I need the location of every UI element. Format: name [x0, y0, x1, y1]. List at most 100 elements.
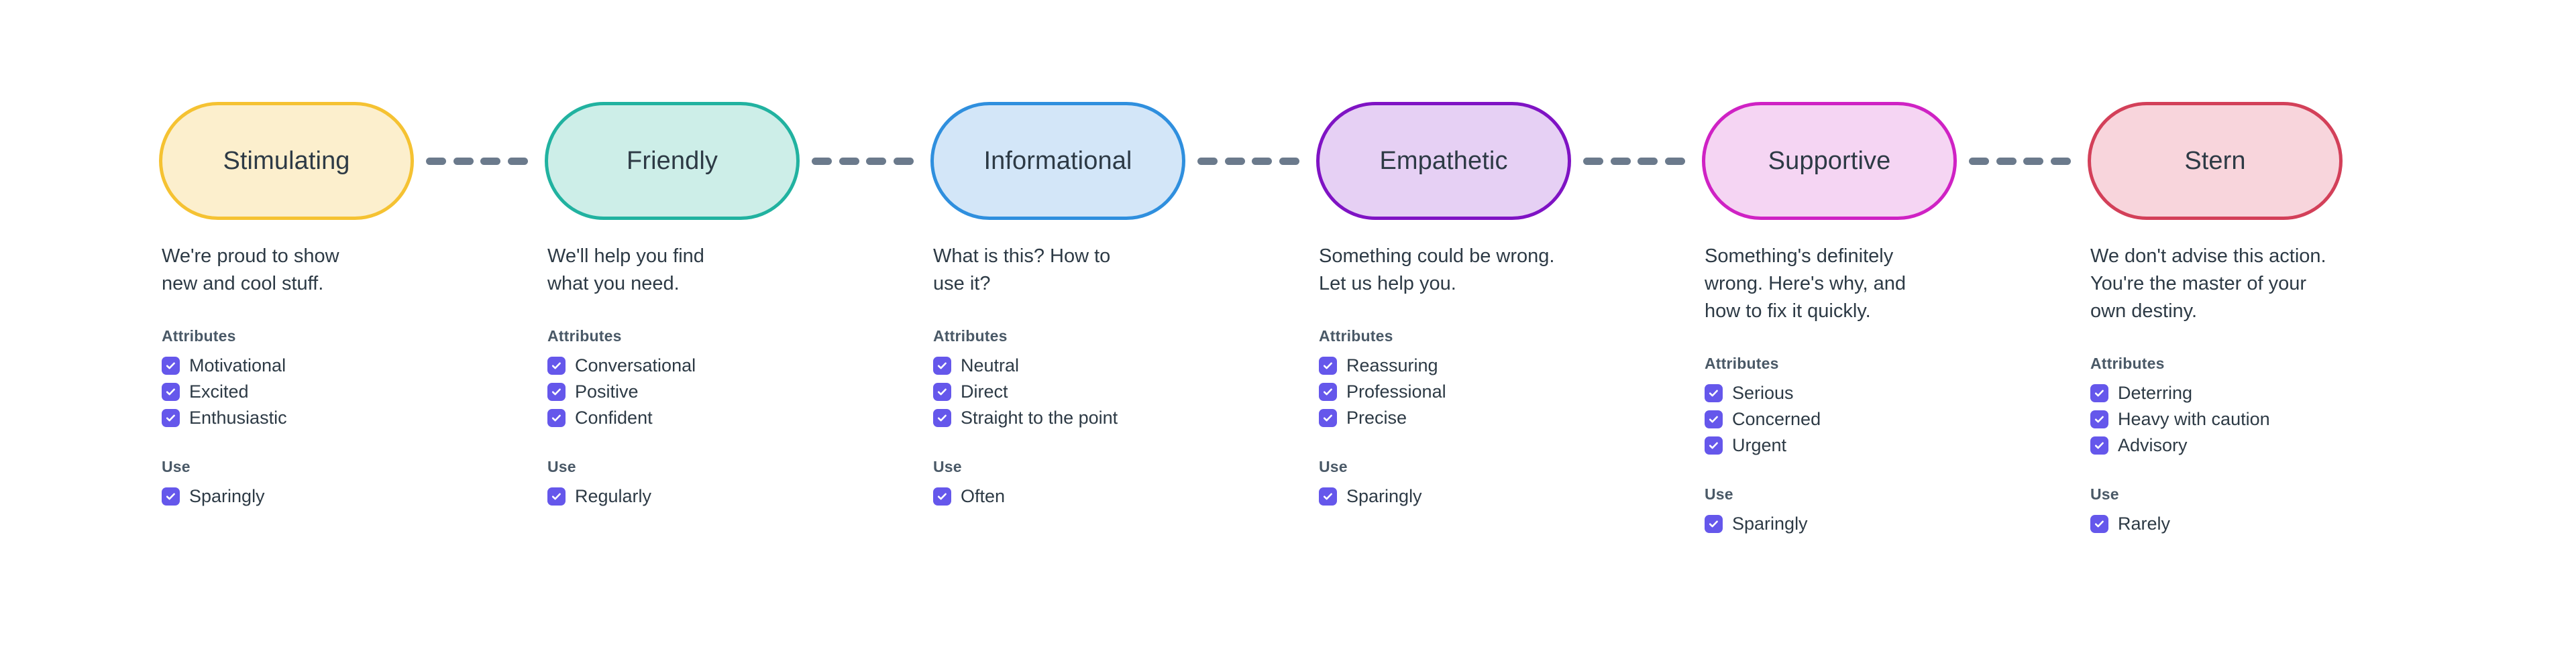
- checkmark-icon[interactable]: [933, 487, 951, 506]
- checkbox-label: Confident: [575, 408, 653, 428]
- checkbox-label: Serious: [1732, 383, 1794, 403]
- group-title: Use: [933, 458, 962, 475]
- checkbox-row[interactable]: Serious: [1705, 380, 2078, 406]
- checkmark-icon[interactable]: [2090, 410, 2108, 428]
- checkmark-icon[interactable]: [1319, 383, 1337, 401]
- checkbox-row[interactable]: Urgent: [1705, 432, 2078, 459]
- tone-pill[interactable]: Stimulating: [159, 102, 414, 220]
- tone-pill-label: Stimulating: [223, 146, 350, 175]
- checkbox-label: Neutral: [961, 355, 1020, 375]
- checkmark-icon[interactable]: [547, 487, 566, 506]
- checkmark-icon[interactable]: [547, 409, 566, 427]
- checkbox-row[interactable]: Heavy with caution: [2090, 406, 2463, 432]
- checkbox-row[interactable]: Regularly: [547, 483, 920, 510]
- checkmark-icon[interactable]: [1319, 487, 1337, 506]
- checkbox-label: Sparingly: [1732, 514, 1808, 534]
- tone-description: We don't advise this action. You're the …: [2090, 245, 2326, 322]
- checkbox-row[interactable]: Enthusiastic: [162, 405, 535, 431]
- tone-pill-label: Empathetic: [1379, 146, 1508, 175]
- checkbox-label: Professional: [1346, 381, 1446, 402]
- checkmark-icon[interactable]: [1319, 357, 1337, 375]
- checkbox-row[interactable]: Straight to the point: [933, 405, 1306, 431]
- checkmark-icon[interactable]: [1705, 436, 1723, 455]
- checkbox-row[interactable]: Advisory: [2090, 432, 2463, 459]
- checkbox-label: Conversational: [575, 355, 696, 375]
- checkmark-icon[interactable]: [162, 487, 180, 506]
- checkbox-row[interactable]: Professional: [1319, 379, 1692, 405]
- checkbox-row[interactable]: Precise: [1319, 405, 1692, 431]
- checkbox-row[interactable]: Confident: [547, 405, 920, 431]
- checkmark-icon[interactable]: [2090, 384, 2108, 402]
- connector-dash: [1664, 157, 1685, 165]
- checkmark-icon[interactable]: [933, 409, 951, 427]
- tone-pill[interactable]: Supportive: [1702, 102, 1957, 220]
- checkbox-row[interactable]: Concerned: [1705, 406, 2078, 432]
- checkbox-label: Regularly: [575, 486, 652, 506]
- group-title: Attributes: [1705, 355, 1779, 372]
- checkmark-icon[interactable]: [162, 409, 180, 427]
- group-title: Use: [547, 458, 576, 475]
- tone-pill[interactable]: Friendly: [545, 102, 800, 220]
- tone-pill[interactable]: Informational: [930, 102, 1185, 220]
- checkbox-row[interactable]: Often: [933, 483, 1306, 510]
- connector-dash: [1610, 157, 1631, 165]
- checkbox-label: Concerned: [1732, 409, 1821, 429]
- checkmark-icon[interactable]: [1705, 515, 1723, 533]
- checkbox-row[interactable]: Sparingly: [162, 483, 535, 510]
- checkmark-icon[interactable]: [1319, 409, 1337, 427]
- checkbox-label: Sparingly: [189, 486, 265, 506]
- group-title: Attributes: [933, 327, 1008, 345]
- dashed-line-icon: [426, 153, 528, 169]
- checkbox-label: Precise: [1346, 408, 1407, 428]
- checkmark-icon[interactable]: [1705, 410, 1723, 428]
- connector-dash: [2023, 157, 2044, 165]
- checkmark-icon[interactable]: [547, 383, 566, 401]
- checkmark-icon[interactable]: [933, 357, 951, 375]
- checkbox-label: Often: [961, 486, 1006, 506]
- checkbox-row[interactable]: Reassuring: [1319, 353, 1692, 379]
- checkmark-icon[interactable]: [547, 357, 566, 375]
- checkbox-label: Positive: [575, 381, 639, 402]
- connector-dash: [507, 157, 528, 165]
- checkbox-row[interactable]: Sparingly: [1705, 511, 2078, 537]
- checkbox-row[interactable]: Sparingly: [1319, 483, 1692, 510]
- checkbox-label: Excited: [189, 381, 249, 402]
- checkmark-icon[interactable]: [2090, 515, 2108, 533]
- connector-dash: [893, 157, 914, 165]
- connector-dash: [866, 157, 887, 165]
- connector-dash: [1224, 157, 1245, 165]
- connector-dash: [1969, 157, 1989, 165]
- tone-pill[interactable]: Stern: [2088, 102, 2343, 220]
- tone-pill[interactable]: Empathetic: [1316, 102, 1571, 220]
- checkbox-row[interactable]: Conversational: [547, 353, 920, 379]
- dashed-line-icon: [1969, 153, 2071, 169]
- checkbox-row[interactable]: Excited: [162, 379, 535, 405]
- tone-pill-row: Stern: [2088, 94, 2463, 223]
- checkmark-icon[interactable]: [162, 357, 180, 375]
- tone-pill-row: Empathetic: [1316, 94, 1692, 223]
- checkbox-row[interactable]: Neutral: [933, 353, 1306, 379]
- checkbox-row[interactable]: Rarely: [2090, 511, 2463, 537]
- tone-description: We'll help you find what you need.: [547, 245, 704, 294]
- checkbox-row[interactable]: Motivational: [162, 353, 535, 379]
- checkmark-icon[interactable]: [162, 383, 180, 401]
- checkmark-icon[interactable]: [2090, 436, 2108, 455]
- checkbox-label: Reassuring: [1346, 355, 1438, 375]
- checkbox-label: Advisory: [2118, 435, 2188, 455]
- connector-dash: [1279, 157, 1299, 165]
- group-title: Use: [162, 458, 191, 475]
- checkbox-row[interactable]: Direct: [933, 379, 1306, 405]
- checkbox-row[interactable]: Deterring: [2090, 380, 2463, 406]
- checkmark-icon[interactable]: [1705, 384, 1723, 402]
- connector-dash: [2050, 157, 2071, 165]
- checkbox-label: Sparingly: [1346, 486, 1422, 506]
- checkbox-label: Urgent: [1732, 435, 1787, 455]
- checkbox-row[interactable]: Positive: [547, 379, 920, 405]
- checkmark-icon[interactable]: [933, 383, 951, 401]
- connector-dash: [426, 157, 446, 165]
